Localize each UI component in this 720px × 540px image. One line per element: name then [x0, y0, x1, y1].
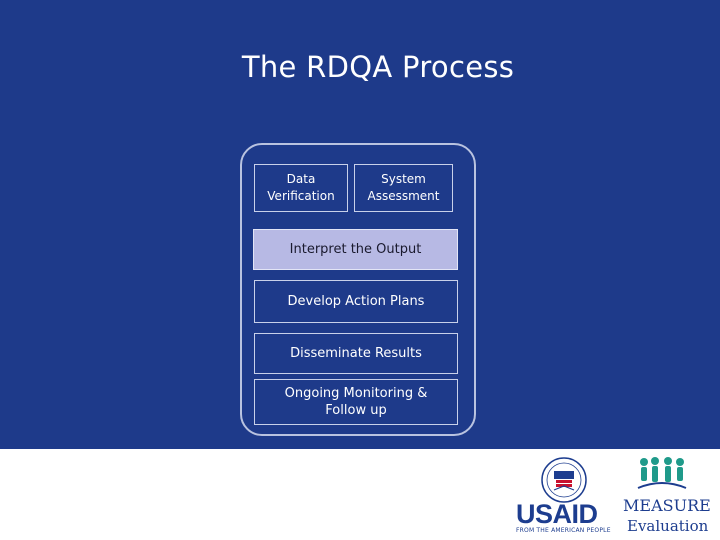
usaid-tagline: FROM THE AMERICAN PEOPLE	[516, 527, 611, 534]
measure-wordmark: MEASURE	[623, 496, 711, 515]
disseminate-results-label: Disseminate Results	[290, 346, 422, 361]
ongoing-monitoring-box: Ongoing Monitoring & Follow up	[254, 379, 458, 425]
evaluation-wordmark: Evaluation	[627, 517, 709, 535]
usaid-seal-icon	[541, 457, 587, 503]
data-verification-label: Data Verification	[267, 172, 335, 203]
slide-title: The RDQA Process	[241, 50, 515, 84]
develop-action-plans-label: Develop Action Plans	[287, 294, 425, 309]
disseminate-results-box: Disseminate Results	[254, 333, 458, 374]
measure-people-icon	[637, 457, 687, 489]
interpret-output-box: Interpret the Output	[253, 229, 458, 270]
data-verification-box: Data Verification	[254, 164, 348, 212]
usaid-wordmark: USAID	[516, 499, 598, 529]
system-assessment-box: System Assessment	[354, 164, 453, 212]
ongoing-monitoring-label: Ongoing Monitoring & Follow up	[284, 386, 428, 418]
process-frame	[240, 143, 476, 436]
slide-background	[0, 0, 720, 449]
interpret-output-label: Interpret the Output	[289, 242, 422, 257]
logo-strip	[0, 449, 720, 540]
develop-action-plans-box: Develop Action Plans	[254, 280, 458, 323]
system-assessment-label: System Assessment	[367, 172, 440, 203]
